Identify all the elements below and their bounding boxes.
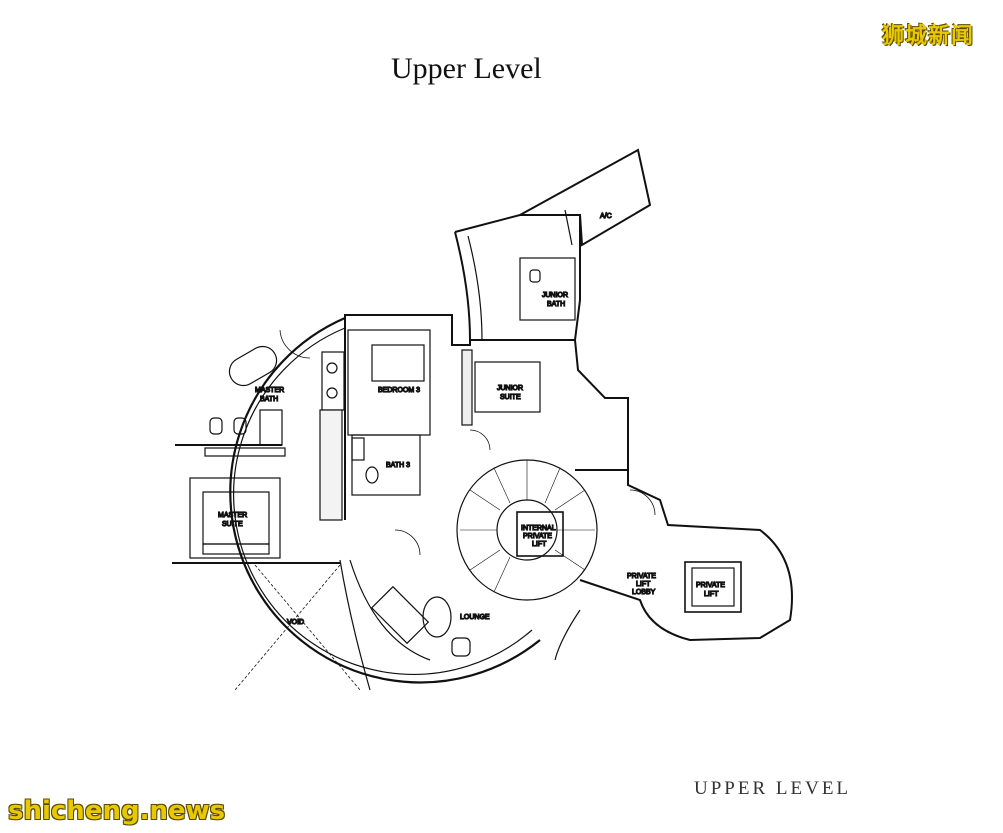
lounge-wall-curve (339, 559, 371, 691)
junior-suite-bed (474, 361, 541, 413)
master-bath-vanity (321, 351, 345, 411)
bath3-walls (351, 434, 421, 496)
master-wc-2 (233, 417, 247, 435)
master-wardrobe (319, 409, 343, 521)
void-diagonal-1 (254, 564, 361, 691)
ac-duct-line (564, 209, 573, 246)
watermark-bottom-left: shicheng.news (8, 796, 226, 826)
junior-wing-curve-inner (467, 235, 483, 341)
lift-lobby-wall (579, 470, 793, 642)
master-counter (204, 447, 286, 457)
junior-bath-walls (519, 257, 576, 321)
bedroom3-wall (347, 329, 431, 436)
lounge-chair (451, 637, 471, 657)
page-title: Upper Level (391, 52, 542, 85)
void-diagonal-2 (234, 564, 341, 691)
stair-treads (460, 460, 595, 593)
lobby-curve (554, 609, 581, 661)
private-lift-box (684, 561, 742, 613)
outer-wall-circle (229, 316, 541, 684)
bedroom3-bed (371, 344, 425, 382)
bath3-wc (365, 466, 379, 484)
internal-lift-box (516, 511, 564, 557)
basin-2 (326, 387, 338, 399)
master-wardrobe-2 (259, 409, 283, 446)
label-void: VOID (287, 619, 304, 626)
door-swing-2 (279, 329, 311, 359)
caption-upper-level: UPPER LEVEL (694, 778, 852, 799)
label-bath-3: BATH 3 (386, 462, 410, 469)
master-bedside (202, 543, 270, 555)
junior-bath-wc (529, 269, 541, 283)
door-swing-1 (394, 529, 421, 556)
lounge-coffee-table (422, 596, 452, 638)
label-lounge: LOUNGE (460, 614, 490, 621)
master-bath-tub (228, 345, 278, 387)
watermark-top-right: 狮城新闻 (882, 24, 975, 49)
junior-wing-curve (454, 231, 471, 341)
door-swing-3 (469, 429, 491, 451)
master-suite-walls (189, 477, 281, 559)
lounge-curve (349, 559, 431, 661)
ac-duct (519, 148, 652, 247)
lounge-sofa (370, 585, 430, 645)
basin-1 (326, 362, 338, 374)
bath3-shower (351, 437, 365, 461)
junior-wing-top (454, 214, 581, 341)
upper-wing-wall (344, 314, 629, 471)
junior-wardrobe (461, 349, 473, 426)
master-wc-1 (209, 417, 223, 435)
door-swing-4 (629, 489, 656, 516)
label-ac: A/C (600, 213, 612, 220)
private-lift-inner (691, 567, 735, 607)
outer-wall-circle-inner (233, 327, 533, 675)
label-bedroom-3: BEDROOM 3 (378, 387, 420, 394)
